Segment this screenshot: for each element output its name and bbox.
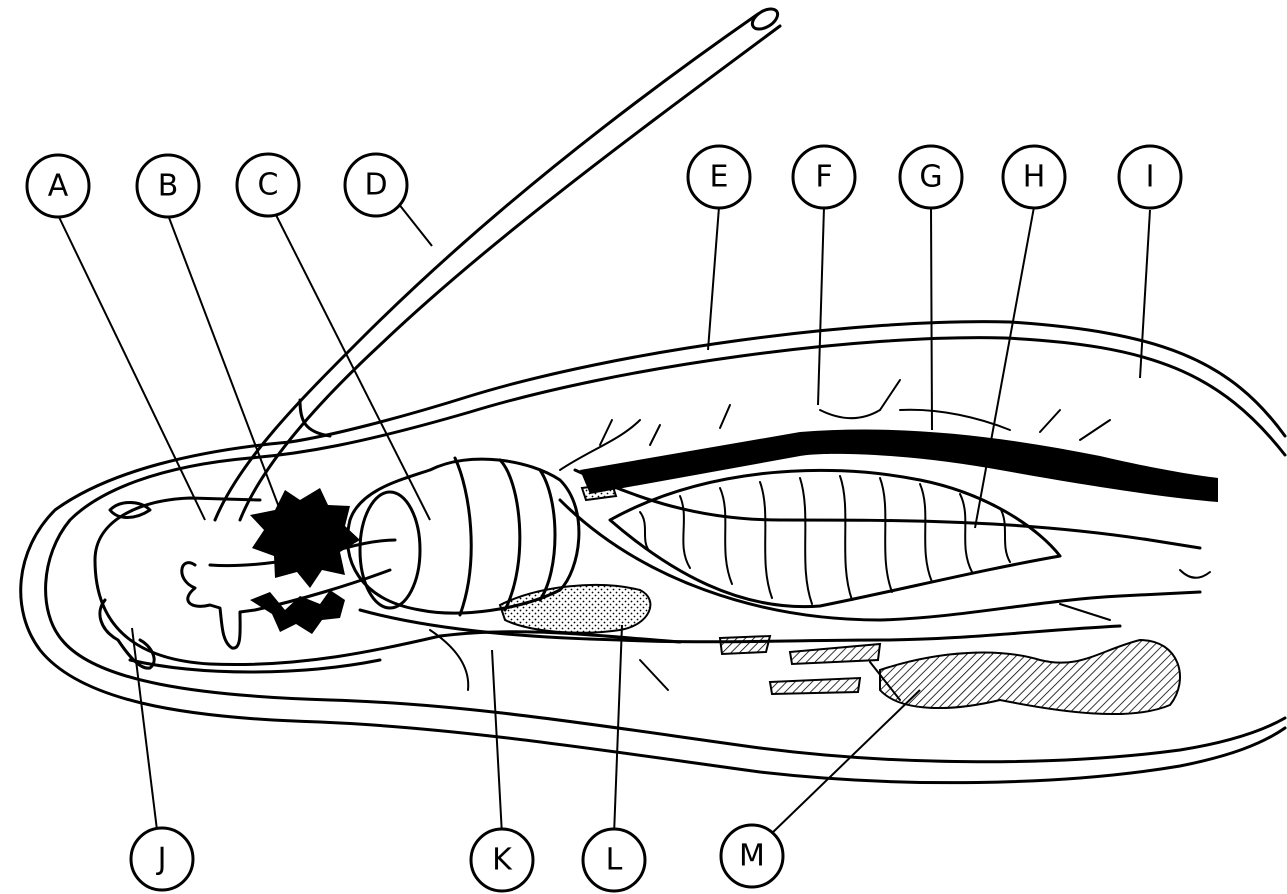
label-B: B: [137, 155, 199, 217]
label-L-text: L: [606, 843, 623, 878]
gut-tube: [360, 470, 1200, 642]
label-J: J: [131, 828, 193, 890]
dotted-gland: [500, 585, 650, 633]
label-F: F: [793, 146, 855, 208]
label-H-text: H: [1023, 160, 1046, 195]
label-I-text: I: [1146, 160, 1155, 195]
label-A: A: [27, 155, 89, 217]
label-E-text: E: [710, 160, 729, 195]
label-M: M: [721, 825, 783, 887]
label-D: D: [345, 154, 407, 216]
label-J-text: J: [156, 842, 167, 877]
label-M-text: M: [739, 839, 765, 874]
label-C: C: [237, 154, 299, 216]
hatched-gland: [720, 636, 1180, 714]
label-C-text: C: [258, 168, 279, 203]
label-E: E: [688, 146, 750, 208]
label-G: G: [900, 146, 962, 208]
striated-organ: [610, 470, 1060, 606]
label-B-text: B: [158, 169, 179, 204]
label-I: I: [1119, 146, 1181, 208]
label-K-text: K: [492, 843, 513, 878]
label-K: K: [471, 829, 533, 891]
label-H: H: [1003, 146, 1065, 208]
leader-lines: [58, 203, 1150, 835]
label-A-text: A: [48, 169, 69, 204]
label-F-text: F: [815, 160, 832, 195]
label-D-text: D: [364, 168, 387, 203]
label-L: L: [583, 829, 645, 891]
label-G-text: G: [919, 160, 942, 195]
dotted-patch: [582, 484, 616, 500]
star-organ: [250, 488, 360, 634]
